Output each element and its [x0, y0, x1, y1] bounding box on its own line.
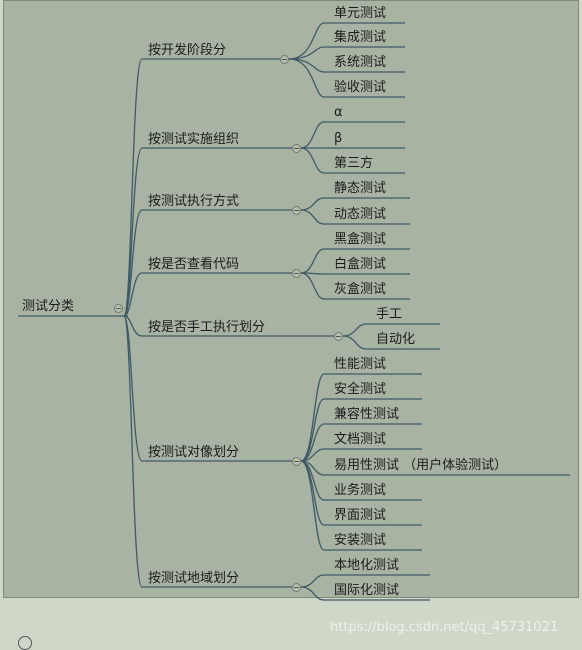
leaf-node-label[interactable]: 验收测试 [334, 80, 387, 95]
leaf-node-label[interactable]: 动态测试 [334, 207, 387, 222]
leaf-node-label[interactable]: 安装测试 [334, 533, 387, 548]
category-node-label[interactable]: 按测试实施组织 [148, 132, 240, 147]
leaf-node-label[interactable]: 安全测试 [334, 382, 387, 397]
category-collapse-icon[interactable] [280, 55, 289, 64]
category-node-label[interactable]: 按是否查看代码 [148, 257, 240, 272]
root-node-label[interactable]: 测试分类 [22, 299, 75, 314]
leaf-node-label[interactable]: 黑盒测试 [334, 232, 387, 247]
leaf-node-label[interactable]: 灰盒测试 [334, 282, 387, 297]
category-collapse-icon[interactable] [292, 457, 301, 466]
category-node-label[interactable]: 按开发阶段分 [148, 43, 227, 58]
leaf-node-label[interactable]: β [334, 131, 343, 146]
category-collapse-icon[interactable] [292, 206, 301, 215]
leaf-node-label[interactable]: 性能测试 [334, 357, 387, 372]
category-node-label[interactable]: 按测试执行方式 [148, 194, 240, 209]
leaf-node-label[interactable]: α [334, 105, 343, 120]
leaf-node-label[interactable]: 文档测试 [334, 432, 387, 447]
leaf-node-label[interactable]: 单元测试 [334, 6, 387, 21]
category-node-label[interactable]: 按测试对像划分 [148, 445, 240, 460]
category-collapse-icon[interactable] [292, 269, 301, 278]
leaf-node-label[interactable]: 集成测试 [334, 30, 387, 45]
leaf-node-label[interactable]: 自动化 [376, 332, 416, 347]
category-collapse-icon[interactable] [292, 144, 301, 153]
root-collapse-icon[interactable] [114, 304, 123, 313]
leaf-node-label[interactable]: 兼容性测试 [334, 407, 400, 422]
category-node-label[interactable]: 按测试地域划分 [148, 571, 240, 586]
leaf-node-label[interactable]: 界面测试 [334, 508, 387, 523]
leaf-node-label[interactable]: 手工 [376, 307, 403, 322]
leaf-node-label[interactable]: 业务测试 [334, 483, 387, 498]
leaf-node-label[interactable]: 静态测试 [334, 181, 387, 196]
leaf-node-label[interactable]: 国际化测试 [334, 583, 400, 598]
leaf-node-label[interactable]: 白盒测试 [334, 257, 387, 272]
category-collapse-icon[interactable] [334, 332, 343, 341]
leaf-node-label[interactable]: 易用性测试 （用户体验测试） [334, 458, 508, 473]
category-node-label[interactable]: 按是否手工执行划分 [148, 320, 266, 335]
category-collapse-icon[interactable] [292, 583, 301, 592]
leaf-node-label[interactable]: 第三方 [334, 156, 374, 171]
leaf-node-label[interactable]: 系统测试 [334, 55, 387, 70]
leaf-node-label[interactable]: 本地化测试 [334, 558, 400, 573]
watermark: https://blog.csdn.net/qq_45731021 [330, 620, 559, 635]
mindmap-canvas [3, 0, 579, 598]
